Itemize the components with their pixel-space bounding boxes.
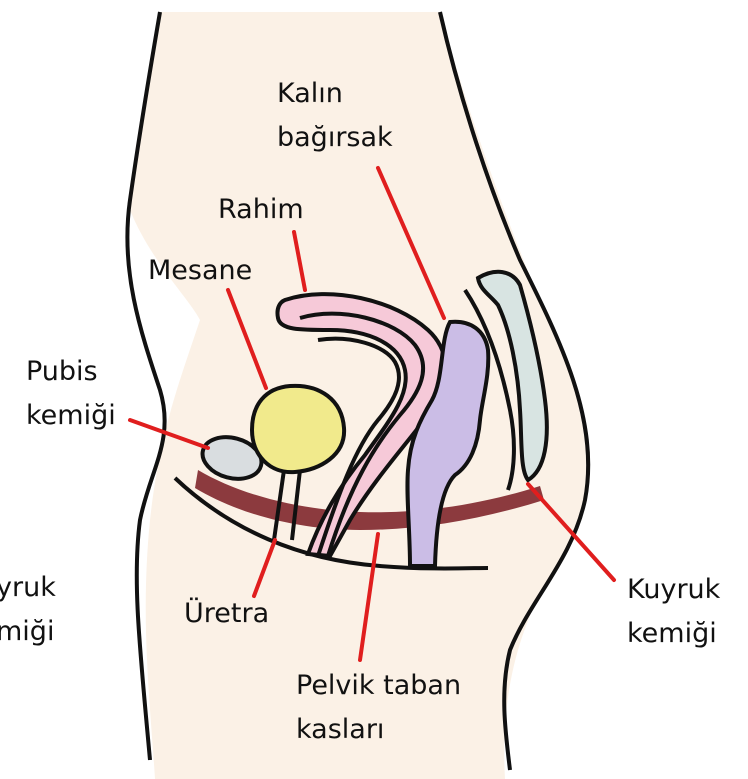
label-uretra: Üretra (184, 597, 269, 629)
label-pelvik-line2: kasları (296, 714, 384, 745)
bladder (252, 386, 344, 472)
label-kuyruk-line2: kemiği (627, 618, 717, 649)
label-kalin-line1: Kalın (277, 78, 343, 109)
label-cut-line1: yruk (0, 572, 56, 603)
label-pelvik-line1: Pelvik taban (296, 670, 461, 701)
label-mesane: Mesane (148, 255, 252, 286)
label-kalin-line2: bağırsak (277, 122, 393, 153)
label-kuyruk-line1: Kuyruk (627, 574, 721, 605)
label-pubis-line1: Pubis (26, 356, 98, 387)
label-cut-line2: miği (0, 616, 54, 647)
label-rahim: Rahim (218, 194, 304, 225)
label-pubis-line2: kemiği (26, 400, 116, 431)
